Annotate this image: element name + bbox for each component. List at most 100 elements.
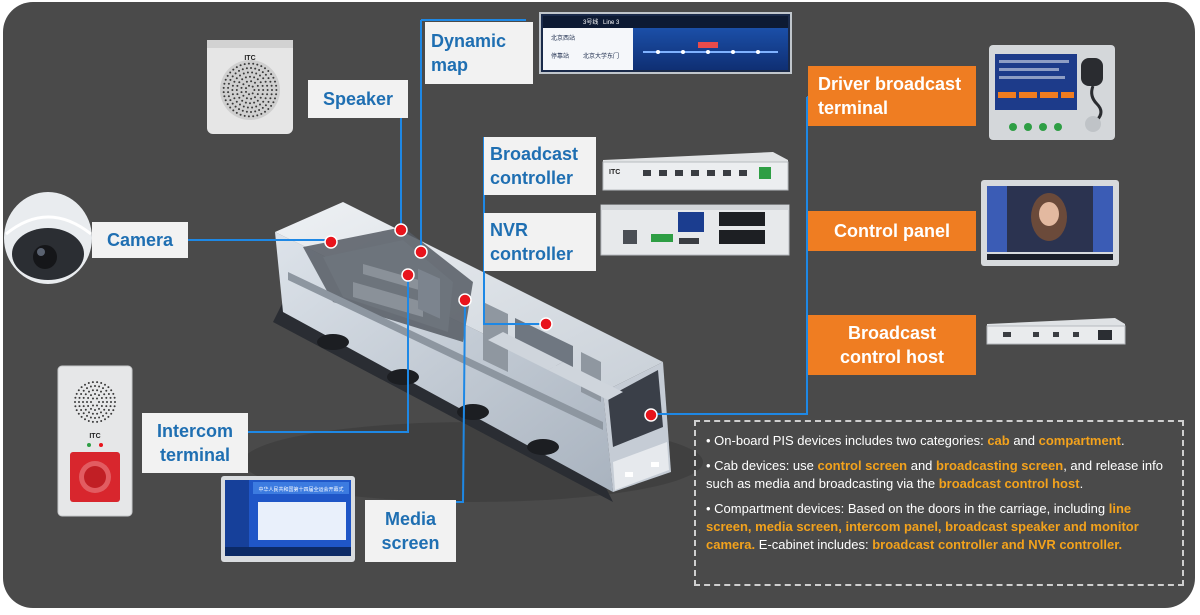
grille-hole — [80, 386, 83, 389]
grille-hole — [241, 68, 244, 71]
dot-cab — [644, 408, 658, 422]
grille-hole — [235, 89, 238, 91]
grille-hole — [223, 95, 226, 98]
grille-hole — [231, 89, 234, 91]
driver-broadcast-terminal-label-line1: Driver broadcast — [818, 74, 962, 94]
grille-hole — [227, 82, 230, 85]
grille-hole — [252, 115, 255, 118]
grille-hole — [262, 77, 265, 80]
grille-hole — [254, 67, 257, 70]
grille-hole — [256, 84, 259, 87]
grille-hole — [96, 381, 99, 384]
grille-hole — [238, 108, 240, 111]
grille-hole — [84, 393, 87, 396]
grille-hole — [86, 401, 88, 403]
grille-hole — [253, 101, 256, 104]
grille-hole — [264, 73, 267, 76]
grille-hole — [243, 114, 246, 117]
grille-hole — [96, 420, 99, 423]
grille-hole — [246, 106, 249, 109]
grille-hole — [229, 99, 232, 102]
grille-hole — [100, 382, 103, 384]
grille-hole — [239, 64, 242, 67]
dot-intercom — [401, 268, 415, 282]
grille-hole — [100, 397, 103, 399]
grille-hole — [236, 93, 239, 96]
grille-hole — [256, 78, 259, 81]
grille-hole — [234, 72, 237, 75]
grille-hole — [100, 411, 102, 414]
grille-hole — [227, 91, 230, 94]
broadcast-control-host-label-line2: control host — [840, 347, 944, 367]
grille-hole — [267, 77, 270, 80]
grille-hole — [222, 86, 225, 89]
grille-hole — [264, 110, 266, 113]
grille-hole — [74, 401, 76, 403]
map-line-en-text: Line 3 — [603, 20, 620, 26]
grille-hole — [84, 408, 87, 411]
grille-hole — [88, 411, 90, 414]
grille-hole — [104, 383, 106, 386]
grille-hole — [251, 106, 254, 109]
grille-hole — [272, 76, 275, 79]
intercom-logo: ITC — [89, 433, 100, 440]
intercom-terminal-device: ITC — [57, 365, 133, 517]
grille-hole — [96, 412, 99, 415]
grille-hole — [107, 415, 110, 418]
info-paragraph-compartment: • Compartment devices: Based on the door… — [706, 501, 1139, 552]
grille-hole — [260, 65, 263, 68]
grille-hole — [98, 385, 101, 388]
broadcast-control-host-label-line1: Broadcast — [847, 323, 937, 343]
grille-hole — [245, 97, 248, 100]
grille-hole — [235, 66, 238, 69]
speaker-device: ITC — [207, 40, 293, 134]
grille-hole — [236, 84, 239, 87]
media-screen-label-line2: screen — [381, 533, 440, 553]
grille-hole — [244, 76, 247, 79]
grille-hole — [231, 75, 234, 78]
nvr-controller-device — [600, 204, 790, 256]
grille-hole — [87, 397, 90, 399]
speaker-label: Speaker — [308, 80, 408, 118]
grille-hole — [251, 85, 254, 88]
grille-hole — [87, 382, 90, 384]
grille-hole — [106, 401, 108, 403]
map-station-text: 北京西站 — [551, 34, 575, 42]
grille-hole — [250, 80, 253, 83]
grille-hole — [77, 389, 80, 392]
grille-hole — [78, 405, 81, 408]
grille-hole — [259, 96, 262, 99]
grille-hole — [89, 416, 92, 419]
diagram-canvas: ITC 北京西站 3号线 Line 3 停靠站 北京大学东门 ITC — [3, 2, 1195, 608]
grille-hole — [274, 97, 276, 100]
grille-hole — [241, 78, 244, 81]
grille-hole — [88, 390, 90, 393]
info-paragraph-categories: • On-board PIS devices includes two cate… — [706, 433, 1125, 448]
broadcast-controller-label-line2: controller — [490, 168, 574, 188]
grille-hole — [90, 407, 92, 410]
grille-hole — [259, 74, 261, 77]
grille-hole — [242, 72, 245, 75]
grille-hole — [241, 99, 244, 102]
dynamic-map-label: Dynamic map — [425, 22, 533, 84]
map-stop-name-text: 北京大学东门 — [583, 52, 619, 60]
grille-hole — [84, 418, 86, 421]
grille-hole — [234, 105, 237, 108]
info-box: • On-board PIS devices includes two cate… — [694, 420, 1184, 586]
grille-hole — [270, 93, 273, 96]
speaker-label-text: Speaker — [322, 89, 394, 109]
grille-hole — [242, 105, 245, 108]
grille-hole — [91, 412, 94, 415]
grille-hole — [82, 389, 85, 392]
grille-hole — [90, 394, 92, 397]
media-screen-label-line1: Media — [384, 509, 436, 529]
grille-hole — [102, 414, 104, 417]
controller-logo: ITC — [609, 169, 620, 176]
media-screen-label: Media screen — [365, 500, 456, 562]
grille-hole — [267, 100, 270, 103]
nvr-controller-label-line2: controller — [490, 244, 574, 264]
grille-hole — [98, 394, 100, 397]
grille-hole — [74, 396, 77, 399]
grille-hole — [231, 84, 234, 87]
grille-hole — [256, 63, 259, 66]
